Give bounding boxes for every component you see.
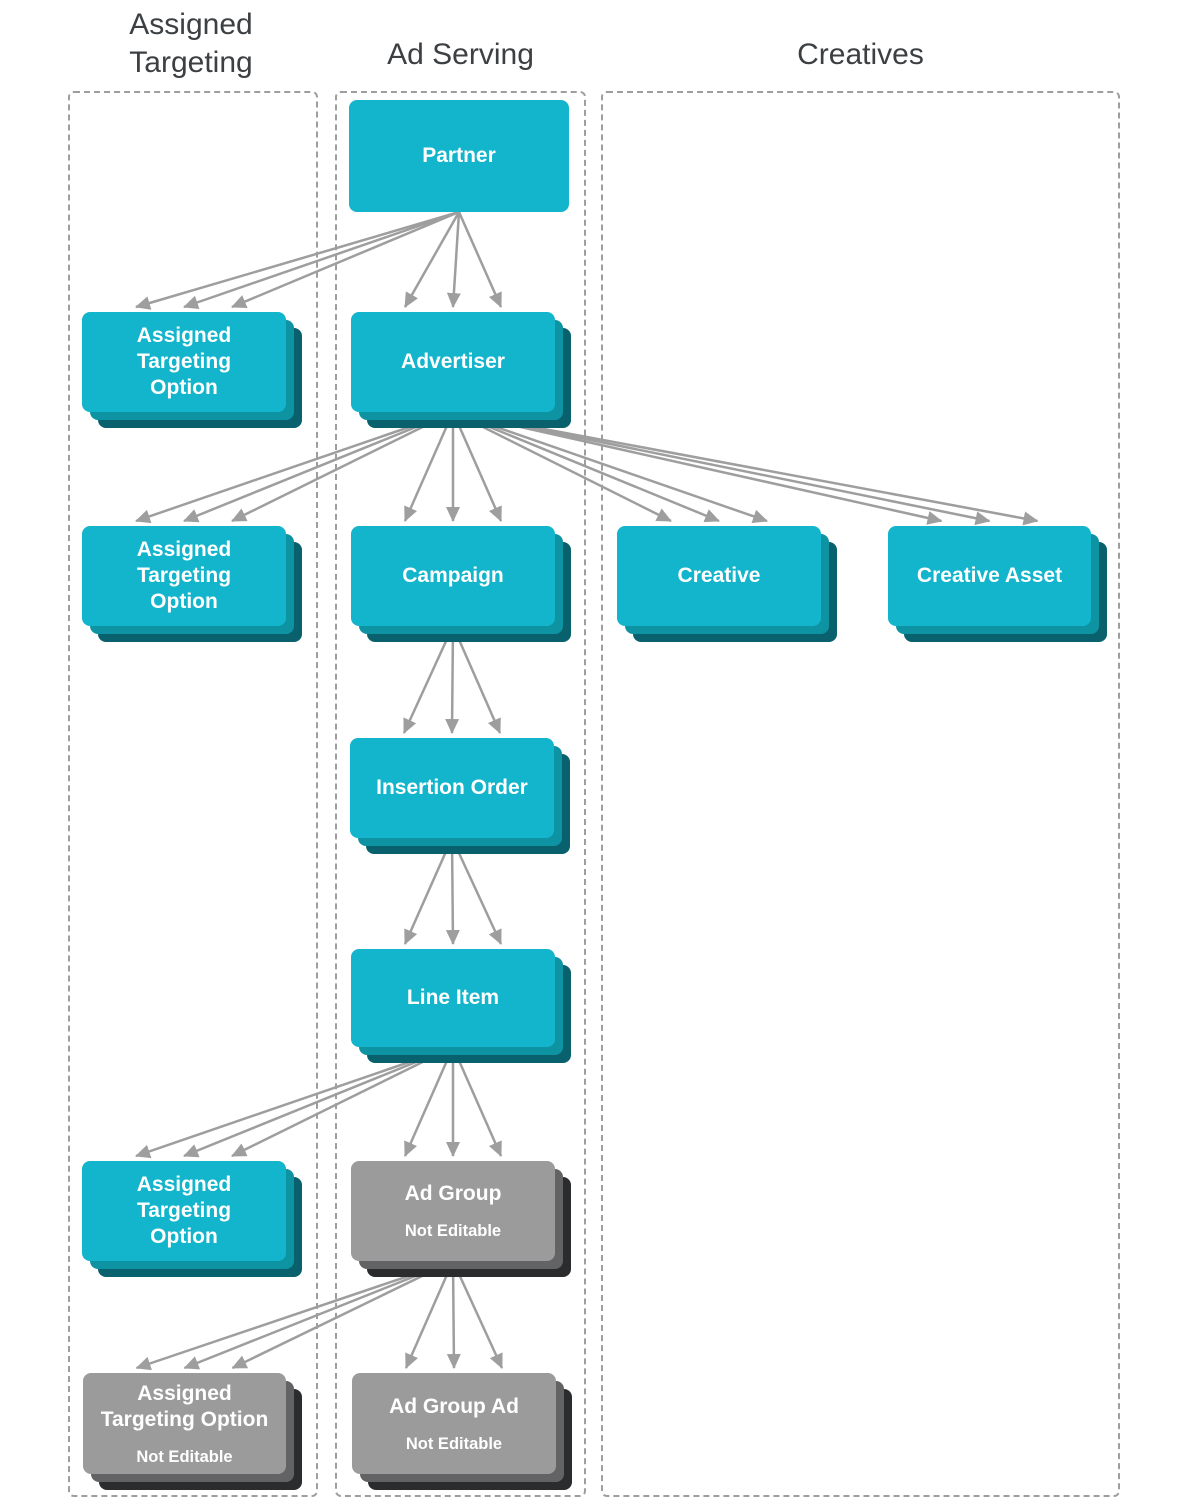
node-label-line: Assigned xyxy=(137,1381,232,1405)
node-label: Line Item xyxy=(407,985,499,1011)
node-label: Campaign xyxy=(402,563,504,589)
node-sublabel: Not Editable xyxy=(404,1222,502,1240)
node-label-line: Line Item xyxy=(406,986,500,1009)
node-label-line: Assigned xyxy=(136,538,232,561)
node-sublabel: Not Editable xyxy=(405,1434,503,1453)
node-label: Creative Asset xyxy=(917,563,1062,589)
node-label-line: Campaign xyxy=(402,564,504,587)
node-face: Creative xyxy=(617,526,821,626)
node-campaign: Campaign xyxy=(351,526,571,642)
node-label-line: Option xyxy=(150,590,218,613)
node-face: Partner xyxy=(349,100,569,212)
node-label-line: Partner xyxy=(422,144,496,167)
node-label-line: Assigned xyxy=(136,324,232,347)
node-creative: Creative xyxy=(617,526,837,642)
node-creative-asset: Creative Asset xyxy=(888,526,1107,642)
node-label-line: Assigned xyxy=(136,1173,232,1196)
column-assigned-targeting xyxy=(68,91,318,1497)
node-label-line: Targeting xyxy=(136,1199,232,1222)
node-label: Insertion Order xyxy=(376,775,528,801)
node-face: Ad Group Ad Not Editable xyxy=(352,1373,556,1474)
node-label-line: Creative Asset xyxy=(916,564,1063,587)
node-ad-group-ad: Ad Group Ad Not Editable xyxy=(352,1373,572,1490)
node-label: Ad Group xyxy=(405,1181,502,1207)
column-creatives xyxy=(601,91,1120,1497)
node-face: Creative Asset xyxy=(888,526,1091,626)
node-label-line: Option xyxy=(150,1225,218,1248)
node-sublabel: Not Editable xyxy=(136,1447,233,1466)
node-insertion-order: Insertion Order xyxy=(350,738,570,854)
node-label-line: Ad Group xyxy=(404,1182,502,1205)
node-label-line: Targeting Option xyxy=(100,1407,269,1431)
node-partner: Partner xyxy=(349,100,569,212)
node-face: Insertion Order xyxy=(350,738,554,838)
node-label: Ad Group Ad xyxy=(389,1394,519,1420)
column-ad-serving xyxy=(335,91,586,1497)
column-header-ad-serving: Ad Serving xyxy=(387,38,534,71)
node-label-line: Targeting xyxy=(136,350,232,373)
node-label: Partner xyxy=(422,143,496,169)
node-label-line: Insertion Order xyxy=(376,776,528,799)
node-label-line: Creative xyxy=(677,564,761,587)
node-label-line: Ad Group Ad xyxy=(389,1394,519,1418)
column-header-assigned-targeting: Assigned Targeting xyxy=(129,8,253,79)
column-header-creatives: Creatives xyxy=(797,38,924,71)
node-face: Campaign xyxy=(351,526,555,626)
node-label: Advertiser xyxy=(401,349,505,375)
node-label-line: Advertiser xyxy=(401,350,505,373)
node-line-item: Line Item xyxy=(351,949,571,1063)
node-label-line: Targeting xyxy=(136,564,232,587)
node-face: Line Item xyxy=(351,949,555,1047)
node-label: Creative xyxy=(678,563,761,589)
node-advertiser: Advertiser xyxy=(351,312,571,428)
node-label-line: Option xyxy=(150,376,218,399)
node-face: Advertiser xyxy=(351,312,555,412)
